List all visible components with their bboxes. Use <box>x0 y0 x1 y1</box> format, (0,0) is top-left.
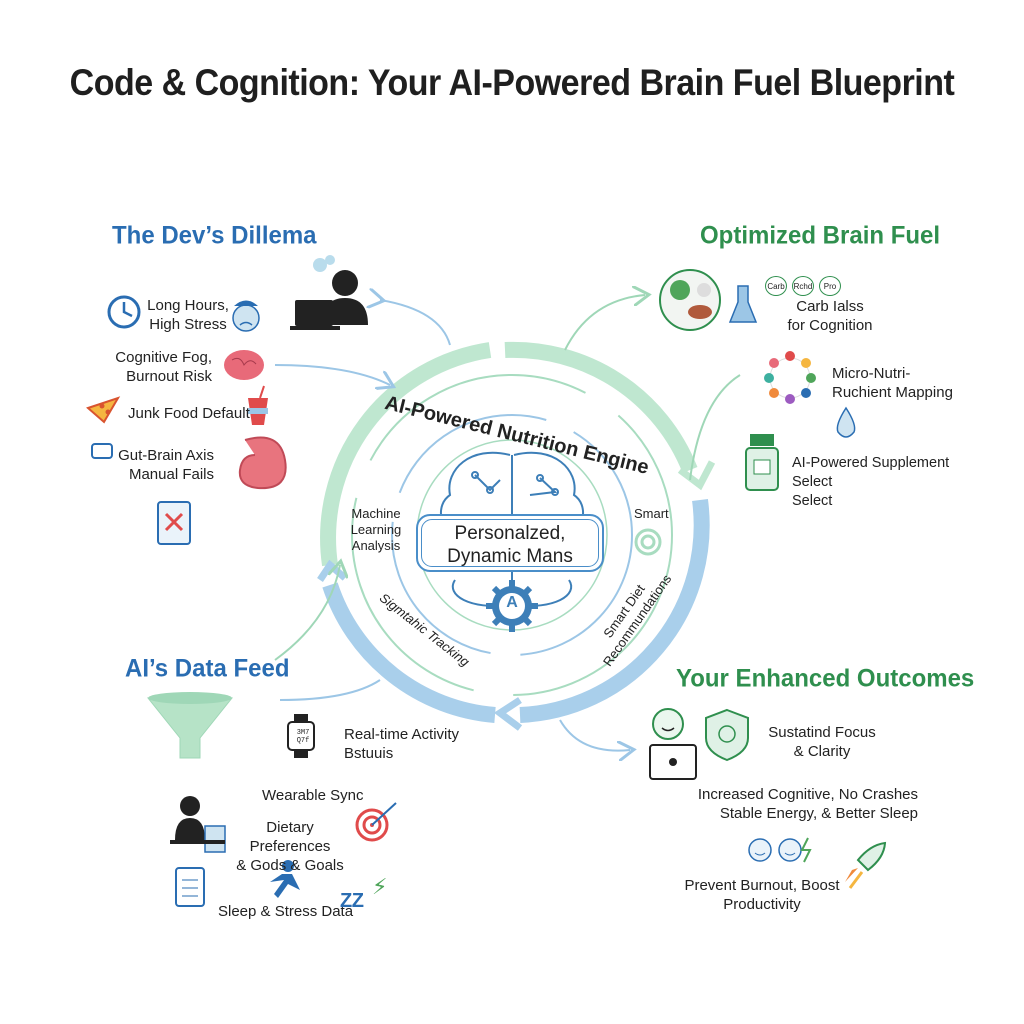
section-heading-dilemma: The Dev’s Dillema <box>112 221 317 250</box>
brain-fog-icon <box>224 350 264 380</box>
checklist-icon <box>175 867 205 907</box>
soda-cup-icon <box>248 385 268 425</box>
badge-rchd: Rchd <box>792 276 814 296</box>
gear-icon <box>486 580 538 632</box>
feed-item-activity: Real-time Activity Bstuuis <box>344 726 460 762</box>
shield-brain-icon <box>705 708 749 762</box>
feed-item-sleep: Sleep & Stress Data <box>218 903 354 920</box>
center-plan-pill: Personalzed, Dynamic Mans <box>416 514 604 572</box>
funnel-icon <box>146 692 234 759</box>
section-heading-outcomes: Your Enhanced Outcomes <box>676 664 975 693</box>
engine-label-smart: Smart <box>634 506 669 521</box>
lightning-icon: ⚡ <box>372 874 388 899</box>
plate-icon <box>659 269 721 331</box>
section-heading-feed: AI’s Data Feed <box>125 654 290 683</box>
outcome-item-energy: Increased Cognitive, No Crashes Stable E… <box>697 786 918 822</box>
clock-icon <box>107 295 141 329</box>
nutrient-ring-icon <box>764 351 816 404</box>
outer-ring <box>317 341 716 731</box>
rocket-icon <box>845 841 887 889</box>
smiley-icons <box>748 837 812 863</box>
fuel-item-carbs: Carb Ialss for Cognition <box>787 298 873 334</box>
fuel-item-micronutrient: Micro-Nutri- Ruchient Mapping <box>832 365 953 401</box>
page-title: Code & Cognition: Your AI-Powered Brain … <box>69 62 955 104</box>
water-drop-icon <box>836 406 856 438</box>
gut-brain-icon <box>91 443 113 459</box>
connector-arrows <box>274 295 741 751</box>
feed-item-wearable: Wearable Sync <box>262 787 364 804</box>
runner-icon <box>270 860 300 898</box>
dilemma-item-gut: Gut-Brain Axis Manual Fails <box>118 447 214 483</box>
person-desk-icon <box>170 796 226 853</box>
dilemma-item-junk: Junk Food Default <box>128 405 250 422</box>
badge-carb: Carb <box>765 276 787 296</box>
dilemma-item-fog: Cognitive Fog, Burnout Risk <box>115 349 212 385</box>
stressed-face-icon <box>232 300 260 332</box>
engine-label-ml: Machine Learning Analysis <box>350 506 402 553</box>
pizza-icon <box>86 396 121 424</box>
supplement-bottle-icon <box>745 434 779 491</box>
fuel-badges: Carb Rchd Pro <box>765 276 841 296</box>
gear-letter: A <box>506 594 518 611</box>
center-plan-text: Personalzed, Dynamic Mans <box>447 523 573 567</box>
badge-pro: Pro <box>819 276 841 296</box>
section-heading-fuel: Optimized Brain Fuel <box>700 221 941 250</box>
smartwatch-icon <box>287 714 315 758</box>
clipboard-fail-icon <box>157 501 191 545</box>
stomach-icon <box>238 436 287 490</box>
developer-happy-icon <box>649 708 697 780</box>
dilemma-item-hours: Long Hours, High Stress <box>147 297 229 333</box>
swirl-icon <box>634 528 662 556</box>
outcome-item-productivity: Prevent Burnout, Boost Productivity <box>684 877 840 913</box>
watch-display: 3M7 Q7f <box>296 729 310 745</box>
target-icon <box>355 802 397 842</box>
outcome-item-focus: Sustatind Focus & Clarity <box>768 724 876 760</box>
flask-icon <box>728 285 758 323</box>
feed-item-dietary: Dietary Preferences & Gods & Goals <box>236 819 344 874</box>
developer-laptop-icon <box>290 255 368 330</box>
sleep-zz-icon: Z Z <box>340 890 364 912</box>
fuel-item-supplement: AI-Powered Supplement Select Select <box>792 455 950 509</box>
